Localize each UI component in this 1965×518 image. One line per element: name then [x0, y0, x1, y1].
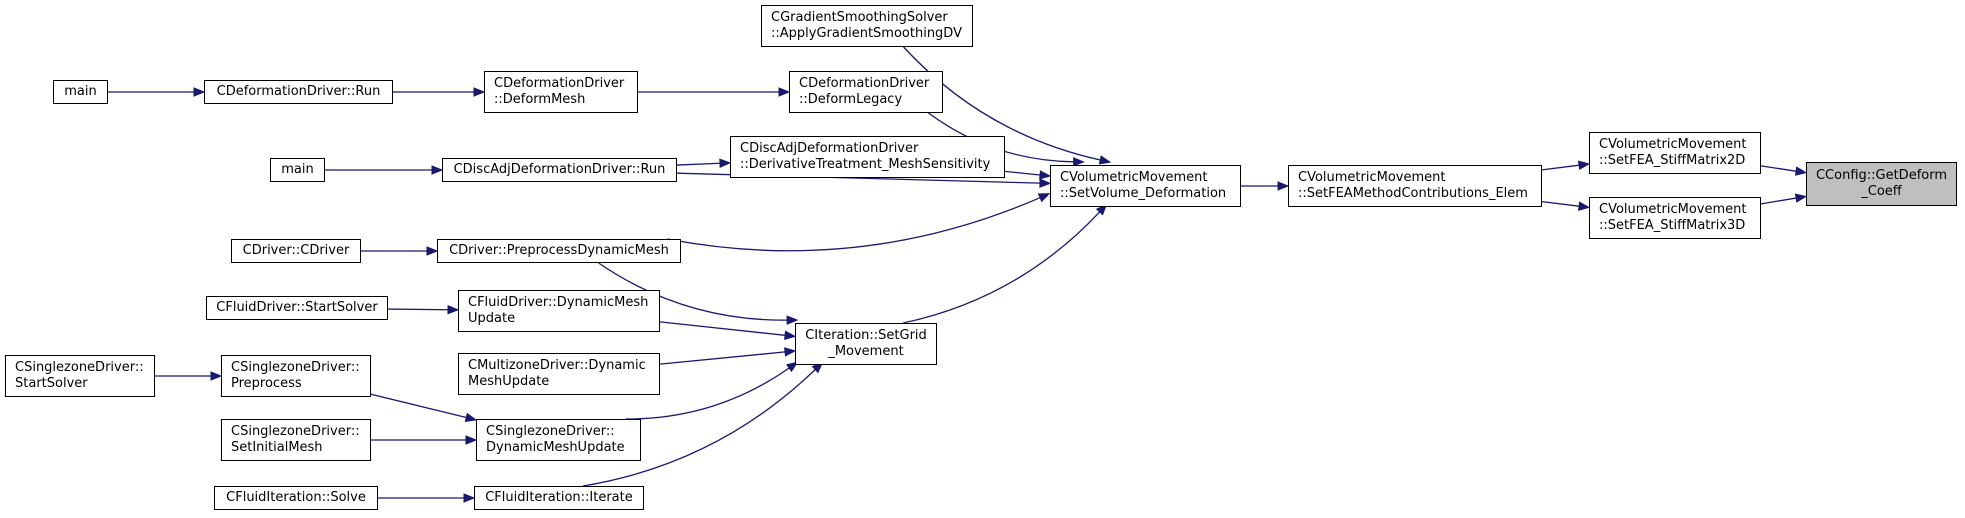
node-setgrid-movement[interactable]: CIteration::SetGrid_Movement [795, 323, 937, 365]
node-discadjdeformationdriver-run[interactable]: CDiscAdjDeformationDriver::Run [442, 158, 677, 182]
arrowhead-defmesh-to-deflegacy [778, 87, 791, 97]
arrowhead-main1-to-defrun [193, 87, 206, 97]
arrowhead-setfea-to-stiff3d [1577, 201, 1591, 211]
node-singlezonedriver-setinitialmesh[interactable]: CSinglezoneDriver::SetInitialMesh [221, 419, 371, 461]
arrowhead-prepdyn-to-gridmove [786, 315, 799, 325]
edge-setfea-to-stiff2d [1541, 164, 1580, 171]
edge-gridmove-to-setvol [903, 211, 1101, 324]
edge-singledyn-to-gridmove [625, 367, 790, 420]
arrowhead-discadjrun-to-setvol [1039, 178, 1052, 188]
node-main[interactable]: main [53, 80, 108, 104]
edge-singleprep-to-singledyn [370, 393, 467, 419]
arrowhead-prepdyn-to-setvol [1037, 193, 1051, 203]
node-setvolume-deformation[interactable]: CVolumetricMovement::SetVolume_Deformati… [1050, 165, 1241, 207]
arrowhead-deflegacy-to-setvol [1073, 157, 1085, 167]
node-deformmesh[interactable]: CDeformationDriver::DeformMesh [484, 71, 638, 113]
arrowhead-cdriver-to-prepdyn [426, 246, 439, 256]
node-setfea-stiffmatrix2d[interactable]: CVolumetricMovement::SetFEA_StiffMatrix2… [1589, 132, 1761, 174]
arrowhead-dertreat-to-setvol [1039, 170, 1052, 180]
node-fluiditeration-iterate[interactable]: CFluidIteration::Iterate [474, 486, 644, 510]
node-applygradientsmoothingdv[interactable]: CGradientSmoothingSolver::ApplyGradientS… [761, 5, 973, 47]
arrowhead-discadjrun-to-dertreat [719, 158, 732, 168]
node-setfea-stiffmatrix3d[interactable]: CVolumetricMovement::SetFEA_StiffMatrix3… [1589, 197, 1761, 239]
arrowhead-defrun-to-defmesh [473, 87, 486, 97]
arrowhead-setfea-to-stiff2d [1577, 160, 1591, 170]
node-singlezonedriver-startsolver[interactable]: CSinglezoneDriver::StartSolver [5, 355, 155, 397]
edge-gradsmooth-to-setvol [903, 46, 1101, 161]
arrowhead-singleprep-to-singledyn [464, 412, 478, 423]
edge-fluiddyn-to-gridmove [659, 321, 786, 336]
node-singlezonedriver-preprocess[interactable]: CSinglezoneDriver::Preprocess [221, 355, 371, 397]
arrowhead-singleinit-to-singledyn [465, 435, 478, 445]
edge-setfea-to-stiff3d [1541, 200, 1580, 207]
node-derivativetreatment-meshsensitivity[interactable]: CDiscAdjDeformationDriver::DerivativeTre… [730, 136, 1005, 178]
edge-discadjrun-to-setvol [676, 172, 1041, 184]
arrowhead-multidyn-to-gridmove [784, 347, 797, 357]
node-deformationdriver-run[interactable]: CDeformationDriver::Run [204, 80, 393, 104]
arrowhead-singledyn-to-gridmove [786, 361, 799, 373]
arrowhead-setvol-to-setfea [1277, 181, 1290, 191]
edge-multidyn-to-gridmove [659, 351, 786, 365]
edge-prepdyn-to-gridmove [598, 262, 788, 321]
arrowhead-singlestart-to-singleprep [210, 371, 223, 381]
node-cdriver-cdriver[interactable]: CDriver::CDriver [231, 239, 361, 263]
edge-prepdyn-to-setvol [667, 197, 1041, 252]
node-fluiddriver-startsolver[interactable]: CFluidDriver::StartSolver [206, 296, 388, 320]
arrowhead-stiff2d-to-getdeform [1794, 166, 1808, 176]
edge-discadjrun-to-dertreat [676, 162, 721, 166]
edge-stiff3d-to-getdeform [1760, 197, 1797, 205]
node-singlezonedriver-dynamicmeshupdate[interactable]: CSinglezoneDriver::DynamicMeshUpdate [476, 419, 641, 461]
arrowhead-stiff3d-to-getdeform [1794, 193, 1808, 203]
node-preprocessdynamicmesh[interactable]: CDriver::PreprocessDynamicMesh [437, 239, 681, 263]
node-setfeamethodcontributions-elem[interactable]: CVolumetricMovement::SetFEAMethodContrib… [1288, 165, 1542, 207]
edge-fluiditer-to-gridmove [582, 369, 816, 487]
arrowhead-fluiddyn-to-gridmove [784, 330, 797, 340]
node-cconfig-getdeform-coeff: CConfig::GetDeform_Coeff [1806, 162, 1957, 206]
edge-dertreat-to-setvol [1004, 170, 1041, 176]
node-deformlegacy[interactable]: CDeformationDriver::DeformLegacy [789, 71, 943, 113]
node-fluiditeration-solve[interactable]: CFluidIteration::Solve [214, 486, 378, 510]
edge-fluidstart-to-fluiddyn [387, 308, 449, 311]
edge-stiff2d-to-getdeform [1760, 165, 1797, 172]
arrowhead-main2-to-discadjrun [431, 165, 444, 175]
node-main[interactable]: main [270, 158, 325, 182]
arrowhead-gradsmooth-to-setvol [1098, 155, 1112, 165]
arrowhead-fluidsolve-to-fluiditer [463, 493, 476, 503]
arrowhead-fluidstart-to-fluiddyn [447, 304, 460, 315]
